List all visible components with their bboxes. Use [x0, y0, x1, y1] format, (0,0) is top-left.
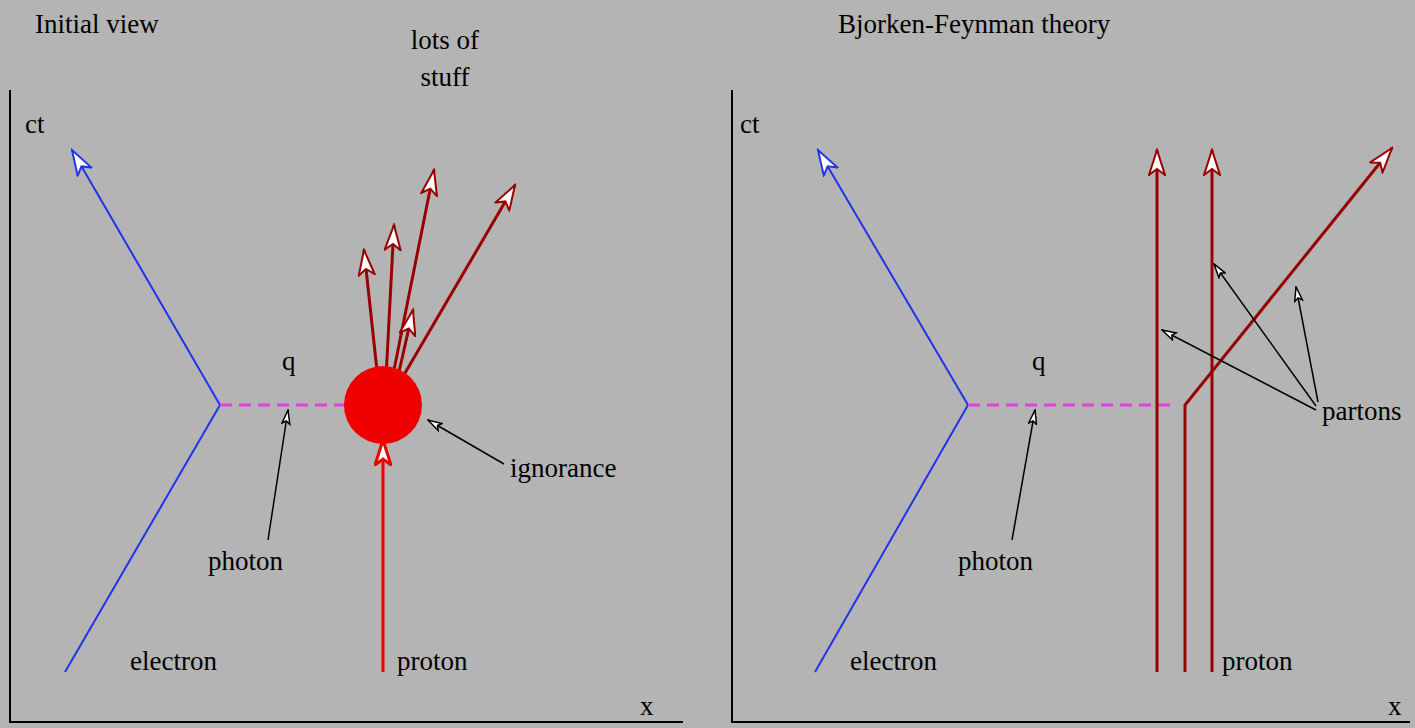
particle-label: proton [1222, 645, 1293, 677]
axis-label: x [1388, 690, 1402, 722]
stuff-line [392, 170, 434, 380]
electron-line [815, 150, 968, 672]
parton-line [1211, 150, 1214, 672]
leader-line [1214, 264, 1316, 406]
axis-right [732, 90, 1410, 722]
electron-line [65, 150, 220, 672]
photon-line [968, 404, 1172, 407]
axes [10, 90, 1410, 722]
axis-label: x [640, 690, 654, 722]
momentum-label: q [282, 345, 296, 377]
parton-line [1156, 150, 1159, 672]
momentum-label: q [1032, 345, 1046, 377]
axis-left [10, 90, 683, 722]
particle-label: proton [397, 645, 468, 677]
leader-line [1162, 330, 1316, 410]
panel-title: Bjorken-Feynman theory [838, 8, 1110, 40]
leader-line [268, 410, 288, 540]
particle-label: electron [850, 645, 937, 677]
particle-label: photon [208, 545, 283, 577]
annotation: partons [1322, 395, 1401, 427]
parton-leaders [1162, 264, 1318, 410]
outgoing-stuff [364, 170, 515, 385]
leader-line [1012, 410, 1035, 540]
particle-label: electron [130, 645, 217, 677]
axis-label: ct [740, 108, 760, 140]
particle-label: photon [958, 545, 1033, 577]
axis-label: ct [25, 108, 45, 140]
stuff-line [364, 250, 378, 380]
leader-line [428, 420, 504, 464]
proton-line [382, 440, 385, 672]
panel-title: Initial view [35, 8, 159, 40]
ignorance-blob [344, 366, 422, 444]
stuff-line [386, 225, 394, 378]
stuff-line [398, 185, 515, 385]
annotation: lots of stuff [395, 22, 495, 96]
leader-line [1296, 287, 1318, 402]
annotation: ignorance [510, 452, 616, 484]
